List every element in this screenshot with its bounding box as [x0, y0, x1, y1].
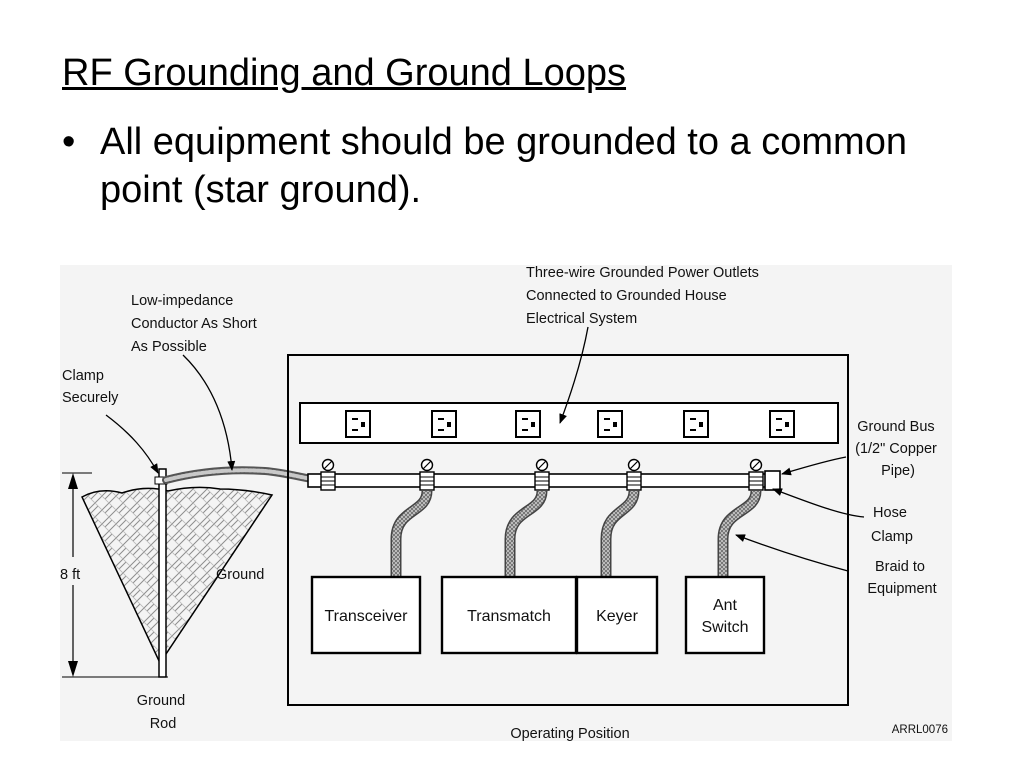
equipment-label: Keyer [596, 608, 638, 625]
hose-clamp-icon [320, 458, 336, 491]
hose-clamp-group [320, 458, 764, 491]
equipment-label: Switch [701, 619, 748, 636]
ground-soil [81, 486, 274, 665]
equipment-label: Transmatch [467, 608, 551, 625]
power-outlet-strip [299, 402, 839, 444]
power-outlet-icon [345, 410, 371, 438]
ground-bus-callout: Ground Bus (1/2" Copper Pipe) [855, 419, 941, 479]
ground-rod-label: Ground Rod [137, 693, 189, 732]
hose-clamp-icon [419, 458, 435, 491]
depth-label: 8 ft [60, 567, 80, 583]
transceiver-box: Transceiver [310, 575, 422, 655]
equipment-label: Transceiver [325, 608, 409, 625]
ground-bus-end-cap [764, 470, 781, 491]
equipment-label: Ant [713, 597, 738, 614]
outlet-group [345, 410, 795, 438]
power-outlet-icon [597, 410, 623, 438]
power-outlet-icon [683, 410, 709, 438]
outlets-callout: Three-wire Grounded Power Outlets Connec… [526, 265, 763, 327]
ground-rod [158, 468, 167, 678]
outlets-callout-arrow [559, 326, 589, 424]
hose-clamp-callout: Hose Clamp [871, 505, 913, 545]
keyer-box: Keyer [575, 575, 659, 655]
operating-position-box [287, 354, 849, 706]
power-outlet-icon [431, 410, 457, 438]
hose-clamp-callout-arrow [772, 488, 865, 518]
power-outlet-icon [515, 410, 541, 438]
bullet-dot: • [62, 121, 76, 163]
figure-code: ARRL0076 [892, 724, 948, 736]
conductor-callout: Low-impedance Conductor As Short As Poss… [131, 293, 261, 355]
operating-position-label: Operating Position [510, 726, 629, 741]
bullet-text: All equipment should be grounded to a co… [100, 121, 907, 211]
conductor-callout-arrow [182, 354, 236, 471]
braid-callout: Braid to Equipment [867, 559, 936, 597]
slide-title: RF Grounding and Ground Loops [62, 52, 627, 94]
clamp-callout-arrow [105, 414, 159, 474]
power-outlet-icon [769, 410, 795, 438]
clamp-callout: Clamp Securely [62, 368, 119, 406]
depth-dimension [62, 472, 168, 678]
transmatch-box: Transmatch [440, 575, 578, 655]
hose-clamp-icon [626, 458, 642, 491]
braid-callout-arrow [735, 534, 849, 572]
ground-bus-callout-arrow [781, 456, 847, 476]
hose-clamp-icon [748, 458, 764, 491]
braid-group [390, 490, 762, 577]
ground-label: Ground [216, 567, 264, 583]
hose-clamp-icon [534, 458, 550, 491]
